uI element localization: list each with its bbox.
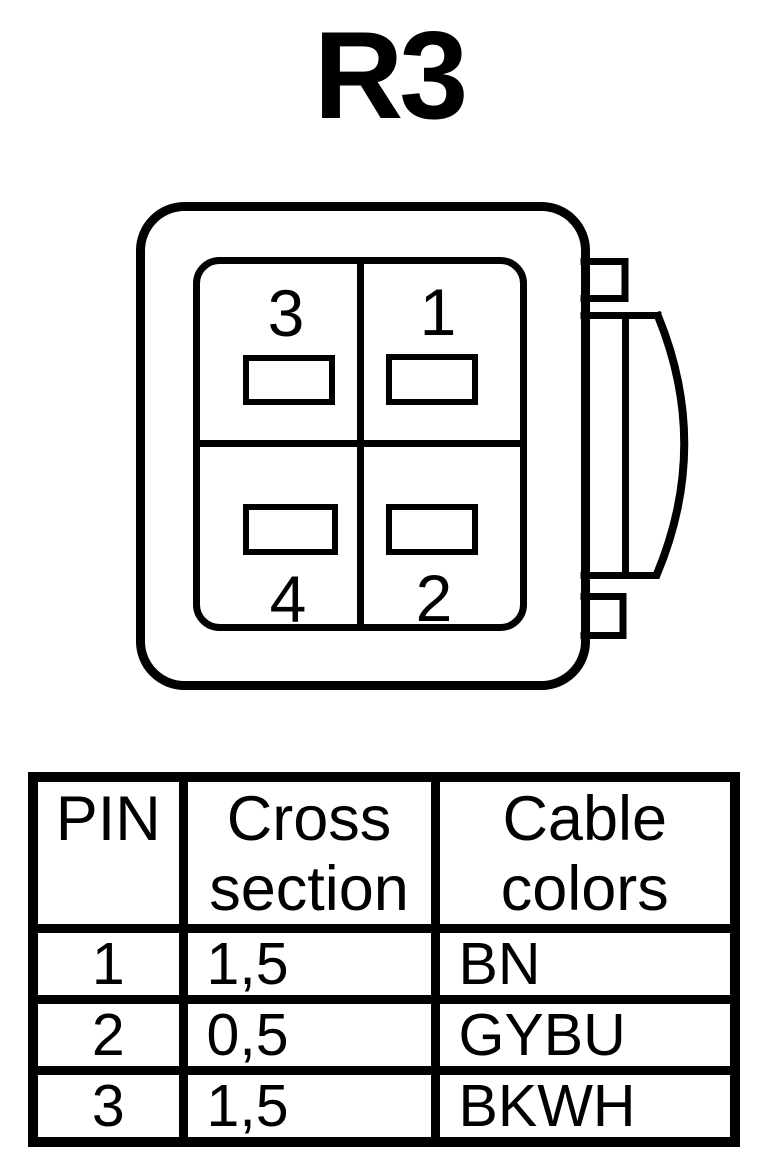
cell-cross-section: 1,5 xyxy=(178,924,440,1004)
pin-slot-4 xyxy=(243,504,338,555)
table-row: 2 0,5 GYBU xyxy=(28,995,740,1075)
cell-pin: 3 xyxy=(28,1066,188,1147)
page-title: R3 xyxy=(313,7,469,145)
pin-table: PIN Cross section Cable colors 1 1,5 BN … xyxy=(28,772,740,1147)
pin-label-1: 1 xyxy=(420,275,457,349)
pin-slot-1 xyxy=(386,354,478,405)
cell-pin: 2 xyxy=(28,995,188,1075)
header-line: section xyxy=(209,854,409,924)
cell-cable-colors: BKWH xyxy=(430,1066,740,1147)
pin-housing-dividers xyxy=(197,261,523,627)
pin-housing xyxy=(193,257,527,631)
cell-cable-colors: GYBU xyxy=(430,995,740,1075)
cell-cross-section: 1,5 xyxy=(178,1066,440,1147)
connector-tab-bottom-icon xyxy=(580,593,627,639)
cell-pin: 1 xyxy=(28,924,188,1004)
connector-latch-arc-icon xyxy=(651,310,689,580)
pin-label-4: 4 xyxy=(270,562,307,636)
pin-label-2: 2 xyxy=(416,561,453,635)
connector-body xyxy=(136,202,590,690)
header-line: Cross xyxy=(226,784,392,854)
table-header-row: PIN Cross section Cable colors xyxy=(28,772,740,933)
header-line: colors xyxy=(500,854,669,924)
pin-label-3: 3 xyxy=(268,276,305,350)
column-header-pin: PIN xyxy=(28,772,188,933)
pin-slot-3 xyxy=(243,355,335,405)
column-header-cable-colors: Cable colors xyxy=(430,772,740,933)
column-header-cross-section: Cross section xyxy=(178,772,440,933)
pin-slot-2 xyxy=(386,504,478,555)
table-row: 1 1,5 BN xyxy=(28,924,740,1004)
cell-cross-section: 0,5 xyxy=(178,995,440,1075)
table-row: 3 1,5 BKWH xyxy=(28,1066,740,1147)
connector-latch-icon xyxy=(580,312,662,579)
header-line: PIN xyxy=(55,784,161,854)
connector-diagram: 3 1 4 2 xyxy=(136,202,689,690)
header-line: Cable xyxy=(502,784,668,854)
cell-cable-colors: BN xyxy=(430,924,740,1004)
connector-tab-top-icon xyxy=(580,258,629,302)
